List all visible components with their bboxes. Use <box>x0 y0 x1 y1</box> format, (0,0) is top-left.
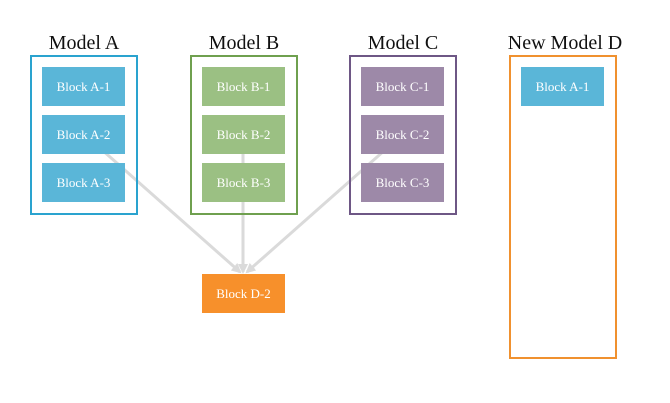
block-b-3: Block B-3 <box>202 163 285 202</box>
arrow-a2-to-d2 <box>83 132 242 274</box>
model-c-title: Model C <box>367 32 439 54</box>
arrow-c2-to-d2 <box>245 132 404 274</box>
model-d-frame <box>509 55 617 359</box>
block-c-3: Block C-3 <box>361 163 444 202</box>
model-a-title: Model A <box>48 32 120 54</box>
model-b-frame <box>190 55 298 215</box>
block-c-1: Block C-1 <box>361 67 444 106</box>
block-a-1: Block A-1 <box>42 67 125 106</box>
block-d-a-1: Block A-1 <box>521 67 604 106</box>
block-b-2: Block B-2 <box>202 115 285 154</box>
block-b-1: Block B-1 <box>202 67 285 106</box>
model-b-title: Model B <box>208 32 280 54</box>
model-d-title: New Model D <box>507 32 623 54</box>
block-a-2: Block A-2 <box>42 115 125 154</box>
block-a-3: Block A-3 <box>42 163 125 202</box>
block-c-2: Block C-2 <box>361 115 444 154</box>
block-d-2: Block D-2 <box>202 274 285 313</box>
model-a-frame <box>30 55 138 215</box>
model-c-frame <box>349 55 457 215</box>
